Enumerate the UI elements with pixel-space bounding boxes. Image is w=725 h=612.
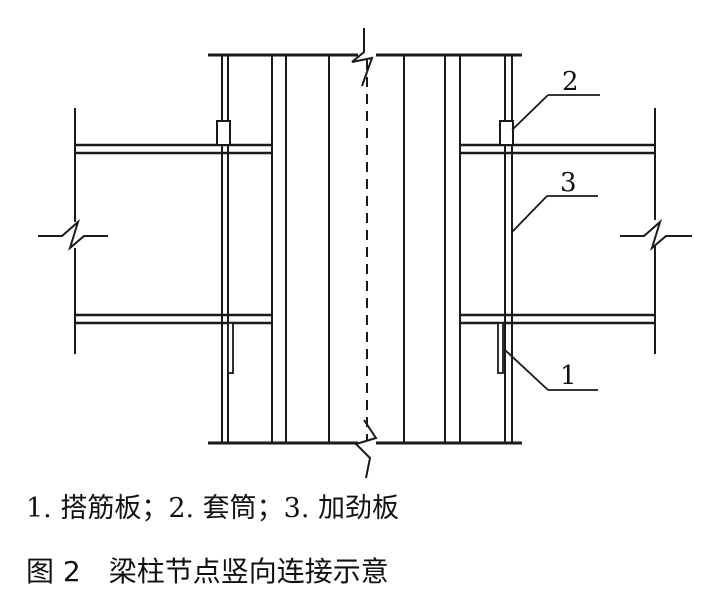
figure-title: 图 2 梁柱节点竖向连接示意 — [26, 555, 389, 588]
callout-label-2: 2 — [562, 67, 579, 97]
right-beam-break-symbol — [620, 218, 692, 252]
column-caps — [208, 53, 522, 445]
legend: 1. 搭筋板；2. 套筒；3. 加劲板 — [26, 493, 400, 524]
right-beam — [460, 108, 692, 354]
bottom-break-symbol — [354, 419, 378, 479]
callout-label-3: 3 — [560, 168, 577, 198]
splice-plates — [227, 322, 504, 374]
column-plates — [221, 55, 513, 443]
beam-column-joint-diagram: 2 3 1 — [38, 28, 692, 479]
left-beam-break-symbol — [38, 218, 108, 252]
callout-label-1: 1 — [560, 361, 577, 391]
sleeves — [216, 120, 514, 146]
left-beam — [38, 108, 272, 354]
callout-leaders — [504, 94, 600, 391]
top-break-symbol — [351, 28, 374, 87]
